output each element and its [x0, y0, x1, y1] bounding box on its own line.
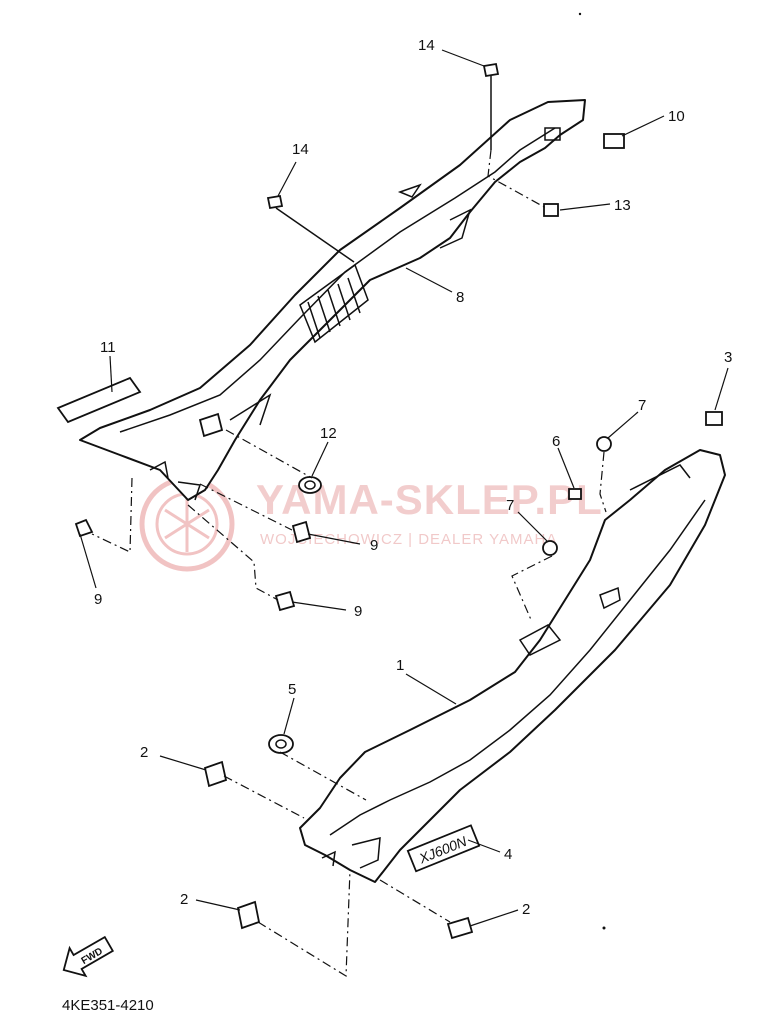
speck: [578, 12, 582, 16]
callout-12: 12: [320, 425, 337, 442]
damper-part-9-mid: [291, 520, 312, 544]
damper-part-9-lower: [274, 590, 296, 612]
callout-8: 8: [456, 289, 464, 306]
speck: [602, 926, 606, 930]
assembly-lines: [91, 149, 607, 978]
plate-part-11: [56, 376, 142, 424]
callout-9-lower: 9: [354, 603, 362, 620]
callout-2-top: 2: [140, 744, 148, 761]
callout-2-right: 2: [522, 901, 530, 918]
screw-part-7-top: [596, 436, 612, 452]
side-cover-part-1: [299, 449, 726, 883]
callout-11: 11: [100, 339, 116, 356]
forward-arrow-icon: FWD: [62, 935, 115, 978]
grommet-part-12: [298, 476, 322, 494]
callout-1: 1: [396, 657, 404, 674]
callouts: 14 10 14 13 8 11 12 3 7 6 9 9 9 7 1 5 2 …: [94, 37, 732, 918]
damper-part-9-left: [74, 518, 94, 538]
leader-lines: [79, 49, 729, 927]
callout-4: 4: [504, 846, 512, 863]
callout-14-top: 14: [418, 37, 435, 54]
callout-10: 10: [668, 108, 685, 125]
damper-part-2-top: [203, 760, 228, 788]
damper-part-2-right: [446, 916, 474, 940]
watermark-subtitle: WOJCIECHOWICZ | DEALER YAMAHA: [260, 531, 557, 548]
diagram-code: 4KE351-4210: [62, 997, 154, 1014]
clip-part-upper: [198, 412, 224, 438]
callout-2-bottom: 2: [180, 891, 188, 908]
watermark: YAMA-SKLEP.PL WOJCIECHOWICZ | DEALER YAM…: [139, 476, 602, 572]
nut-part-6: [568, 488, 582, 500]
nut-part-13: [543, 203, 559, 217]
grommet-part-5: [268, 734, 294, 754]
callout-14-left: 14: [292, 141, 309, 158]
callout-9-left: 9: [94, 591, 102, 608]
callout-9-mid: 9: [370, 537, 378, 554]
damper-part-2-bottom: [236, 900, 261, 930]
cap-part-3: [705, 411, 723, 426]
callout-7-mid: 7: [506, 497, 514, 514]
callout-6: 6: [552, 433, 560, 450]
callout-13: 13: [614, 197, 631, 214]
callout-7-top: 7: [638, 397, 646, 414]
screw-part-7-mid: [542, 540, 558, 556]
bolt-part-14-top: [482, 62, 500, 150]
callout-5: 5: [288, 681, 296, 698]
cap-part-10: [603, 133, 625, 149]
bolt-part-14-left: [266, 194, 355, 263]
callout-3: 3: [724, 349, 732, 366]
rear-frame-cover-part-8: [79, 99, 586, 501]
